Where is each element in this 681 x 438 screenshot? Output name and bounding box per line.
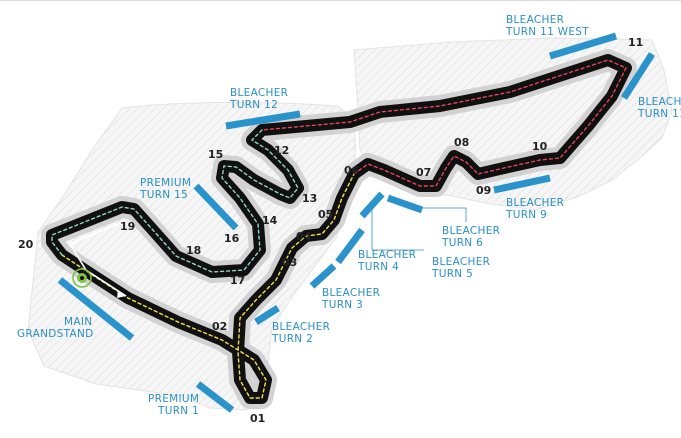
label-premium-turn-15: PREMIUM TURN 15: [139, 177, 191, 201]
label-premium-turn-1-line-2: TURN 1: [157, 405, 199, 417]
pit-lane: [68, 221, 127, 297]
label-premium-turn-1-line-1: PREMIUM: [148, 393, 199, 405]
label-bleacher-turn-11-west: BLEACHER TURN 11 WEST: [505, 14, 589, 38]
label-bleacher-turn-2: BLEACHER TURN 2: [271, 321, 330, 345]
label-bleacher-turn-6-line-2: TURN 6: [441, 237, 483, 249]
turn-number-16: 16: [224, 232, 240, 245]
label-main-grandstand: MAIN GRANDSTAND: [17, 316, 94, 340]
label-premium-turn-15-line-2: TURN 15: [139, 189, 188, 201]
turn-number-13: 13: [302, 192, 317, 205]
turn-number-17: 17: [230, 274, 245, 287]
turn-number-11: 11: [628, 36, 643, 49]
label-bleacher-turn-5: BLEACHER TURN 5: [431, 256, 490, 280]
grandstand-bar-bleacher-turn-4: [335, 227, 365, 265]
leader-line-turn-5: [371, 206, 424, 251]
turn-number-02: 02: [212, 320, 227, 333]
turn-number-09: 09: [476, 184, 491, 197]
turn-number-01: 01: [250, 412, 265, 425]
label-main-grandstand-line-1: MAIN: [64, 316, 92, 328]
grandstand-bar-bleacher-turn-2: [254, 305, 280, 325]
grandstand-labels: MAIN GRANDSTAND PREMIUM TURN 1 BLEACHER …: [17, 14, 681, 417]
label-bleacher-turn-2-line-1: BLEACHER: [272, 321, 330, 333]
label-bleacher-turn-3-line-2: TURN 3: [321, 299, 363, 311]
start-finish-marker: [72, 268, 92, 288]
turn-number-18: 18: [186, 244, 201, 257]
label-premium-turn-15-line-1: PREMIUM: [140, 177, 191, 189]
turn-numbers: 01 02 03 04 05 06 07 08 09 10 11 12 13 1…: [18, 36, 643, 425]
grandstand-bar-bleacher-turn-11-west: [548, 32, 618, 60]
pit-lane-arrow: [117, 290, 126, 298]
grandstand-bar-bleacher-turn-9: [493, 174, 551, 194]
top-divider: [0, 0, 681, 1]
turn-number-14: 14: [262, 214, 278, 227]
grandstand-bar-bleacher-turn-6: [386, 194, 424, 214]
label-bleacher-turn-6-line-1: BLEACHER: [442, 225, 500, 237]
label-bleacher-turn-2-line-2: TURN 2: [271, 333, 313, 345]
label-bleacher-turn-4-line-1: BLEACHER: [358, 249, 416, 261]
turn-number-06: 06: [344, 164, 360, 177]
label-bleacher-turn-4: BLEACHER TURN 4: [357, 249, 416, 273]
label-bleacher-turn-11-west-line-2: TURN 11 WEST: [505, 26, 589, 38]
leader-line-turn-6: [422, 207, 467, 222]
label-main-grandstand-line-2: GRANDSTAND: [17, 328, 94, 340]
turn-number-08: 08: [454, 136, 469, 149]
turn-number-20: 20: [18, 238, 34, 251]
label-bleacher-turn-12-line-2: TURN 12: [229, 99, 278, 111]
grandstand-bar-bleacher-turn-12: [225, 110, 301, 130]
turn-number-05: 05: [318, 208, 333, 221]
turn-number-04: 04: [296, 230, 312, 243]
grandstand-bars: [57, 32, 655, 413]
label-bleacher-turn-11-line-2: TURN 11: [637, 108, 681, 120]
label-bleacher-turn-3-line-1: BLEACHER: [322, 287, 380, 299]
turn-number-07: 07: [416, 166, 431, 179]
grandstand-bar-premium-turn-15: [193, 183, 239, 231]
label-bleacher-turn-5-line-1: BLEACHER: [432, 256, 490, 268]
sector-3-line: [51, 129, 299, 273]
label-bleacher-turn-11-line-1: BLEACHER: [638, 96, 681, 108]
label-bleacher-turn-11-west-line-1: BLEACHER: [506, 14, 564, 26]
label-bleacher-turn-3: BLEACHER TURN 3: [321, 287, 380, 311]
turn-number-10: 10: [532, 140, 548, 153]
label-bleacher-turn-5-line-2: TURN 5: [431, 268, 473, 280]
label-bleacher-turn-12-line-1: BLEACHER: [230, 87, 288, 99]
sector-2-line: [261, 59, 627, 187]
turn-number-03: 03: [282, 256, 297, 269]
grandstand-bar-bleacher-turn-11: [621, 52, 655, 100]
grandstand-bar-bleacher-turn-3: [309, 263, 337, 289]
label-bleacher-turn-6: BLEACHER TURN 6: [441, 225, 500, 249]
turn-number-12: 12: [274, 144, 289, 157]
label-bleacher-turn-9-line-2: TURN 9: [505, 209, 547, 221]
turn-number-15: 15: [208, 148, 223, 161]
grandstand-bar-bleacher-turn-5: [359, 191, 385, 219]
label-bleacher-turn-4-line-2: TURN 4: [357, 261, 399, 273]
turn-number-19: 19: [120, 220, 135, 233]
label-bleacher-turn-9-line-1: BLEACHER: [506, 197, 564, 209]
label-bleacher-turn-9: BLEACHER TURN 9: [505, 197, 564, 221]
grandstand-bar-main: [57, 277, 135, 341]
label-bleacher-turn-11: BLEACHER TURN 11: [637, 96, 681, 120]
grandstand-bar-premium-turn-1: [195, 381, 235, 413]
sector-1-line: [61, 173, 355, 399]
label-premium-turn-1: PREMIUM TURN 1: [148, 393, 199, 417]
label-bleacher-turn-12: BLEACHER TURN 12: [229, 87, 288, 111]
